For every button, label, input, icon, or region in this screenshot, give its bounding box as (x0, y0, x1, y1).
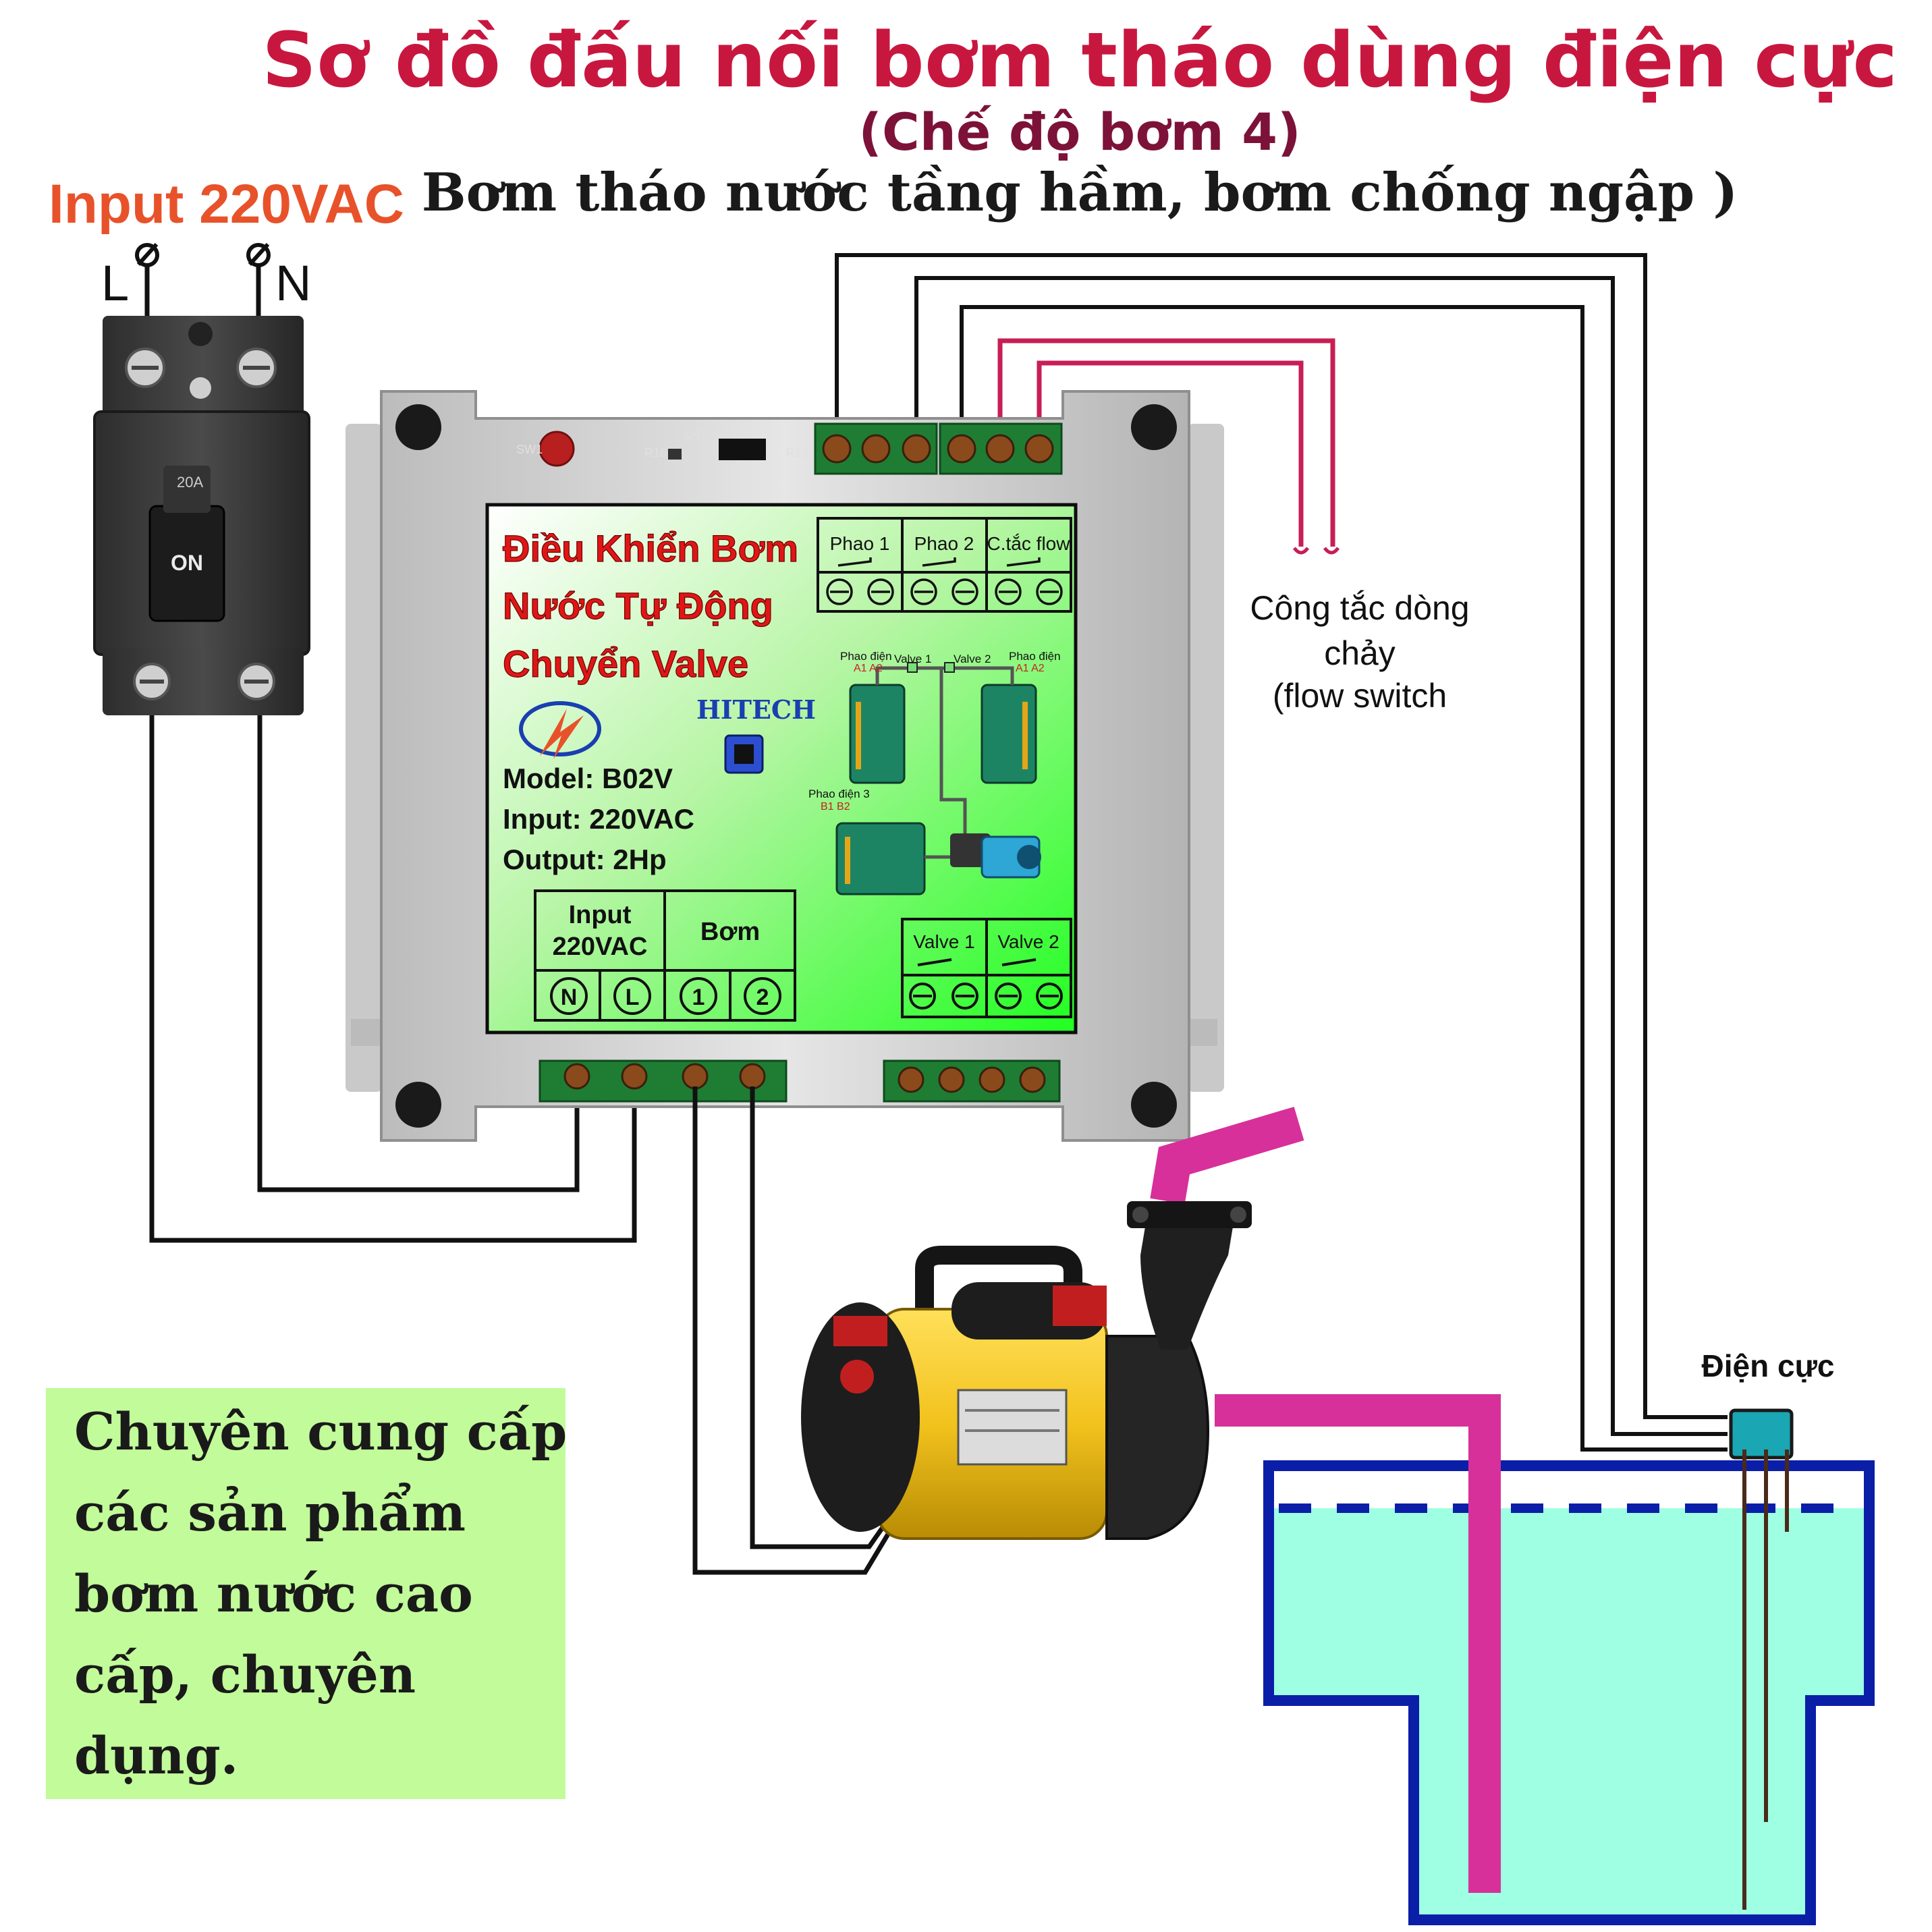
terminal-n-label: N (275, 255, 311, 311)
power-pump-label: Bơm (700, 918, 760, 946)
sensor-terminal-table (817, 517, 1072, 613)
power-input-label-1: Input (569, 901, 632, 929)
pin-n: N (561, 985, 578, 1010)
water-pump (801, 1201, 1252, 1540)
breaker-on-label: ON (171, 551, 203, 575)
schematic-valve1-label: Valve 1 (894, 653, 931, 665)
system-schematic (835, 662, 1041, 895)
panel-title-2: Nước Tự Động (503, 584, 773, 627)
pcb-label-r16: R16 (644, 446, 667, 460)
rating-label: 20A (177, 474, 203, 491)
controller-module: SW1 U4 R16 R13 (346, 390, 1224, 1142)
schematic-float1-label: Phao điện (840, 650, 892, 663)
main-title: Sơ đồ đấu nối bơm tháo dùng điện cực (262, 17, 1897, 105)
flow-switch-terminal (1292, 547, 1340, 555)
promo-line-1: Chuyên cung cấp (74, 1402, 567, 1462)
chip-icon (724, 734, 764, 774)
terminal-label-valve2: Valve 2 (997, 931, 1059, 952)
power-pin-circles (550, 977, 781, 1015)
promo-line-2: các sản phẩm (74, 1482, 466, 1543)
pcb-label-sw1: SW1 (516, 443, 543, 456)
power-wires (149, 715, 637, 1243)
promo-line-4: cấp, chuyên (74, 1645, 416, 1705)
mode-subtitle: (Chế độ bơm 4) (858, 102, 1301, 162)
top-terminal-screws (822, 434, 1054, 464)
input-voltage-label: Input 220VAC (49, 173, 404, 235)
valve-terminal-table (901, 918, 1072, 1018)
model-label: Model: B02V (503, 763, 673, 794)
terminal-label-valve1: Valve 1 (913, 931, 974, 952)
terminal-l-label: L (101, 255, 129, 311)
electrode-wires (835, 253, 1728, 1452)
promo-line-5: dụng. (74, 1726, 238, 1786)
pcb-label-u4: U4 (685, 428, 700, 441)
schematic-float3-label: Phao điện 3 (808, 788, 870, 800)
pin-l: L (626, 985, 640, 1010)
schematic-valve2-label: Valve 2 (954, 653, 991, 665)
sensor-terminal-symbols (826, 557, 1063, 605)
promo-box (46, 1388, 565, 1799)
brand-name: HITECH (696, 694, 816, 725)
schematic-float1-pins: A1 A2 (854, 663, 883, 674)
terminal-label-flow: C.tắc flow (987, 533, 1071, 554)
schematic-float2-pins: A1 A2 (1016, 663, 1045, 674)
pcb-label-r13: R13 (786, 446, 808, 460)
input-terminals (135, 242, 271, 317)
electrode-label: Điện cực (1702, 1348, 1835, 1383)
panel-title-1: Điều Khiển Bơm (503, 527, 798, 570)
reset-button[interactable] (539, 431, 575, 467)
warning-badge-icon (840, 1360, 874, 1393)
output-spec-label: Output: 2Hp (503, 844, 667, 875)
schematic-float3-pins: B1 B2 (821, 801, 850, 812)
flow-switch-wires (997, 338, 1335, 547)
pump-pipes (1150, 1107, 1501, 1893)
flow-switch-label-3: (flow switch (1273, 677, 1447, 715)
promo-line-3: bơm nước cao (74, 1564, 473, 1624)
usage-subtitle: Bơm tháo nước tầng hầm, bơm chống ngập ) (422, 162, 1738, 223)
brand-logo-icon (519, 701, 601, 759)
circuit-breaker: 20A ON (93, 316, 310, 715)
panel-title-3: Chuyển Valve (503, 642, 748, 685)
schematic-float2-label: Phao điện (1009, 650, 1061, 663)
terminal-label-phao2: Phao 2 (914, 533, 974, 554)
bottom-terminal-screws (563, 1063, 1046, 1093)
flow-switch-label-2: chảy (1324, 634, 1396, 672)
water-tank (1263, 1460, 1875, 1925)
flow-switch-label-1: Công tắc dòng (1250, 589, 1469, 627)
terminal-label-phao1: Phao 1 (830, 533, 890, 554)
power-input-label-2: 220VAC (553, 933, 648, 961)
pin-2: 2 (756, 985, 769, 1010)
input-spec-label: Input: 220VAC (503, 803, 694, 835)
electrode-sensor (1729, 1408, 1794, 1910)
pin-1: 1 (692, 985, 705, 1010)
power-terminal-table (534, 889, 796, 1022)
